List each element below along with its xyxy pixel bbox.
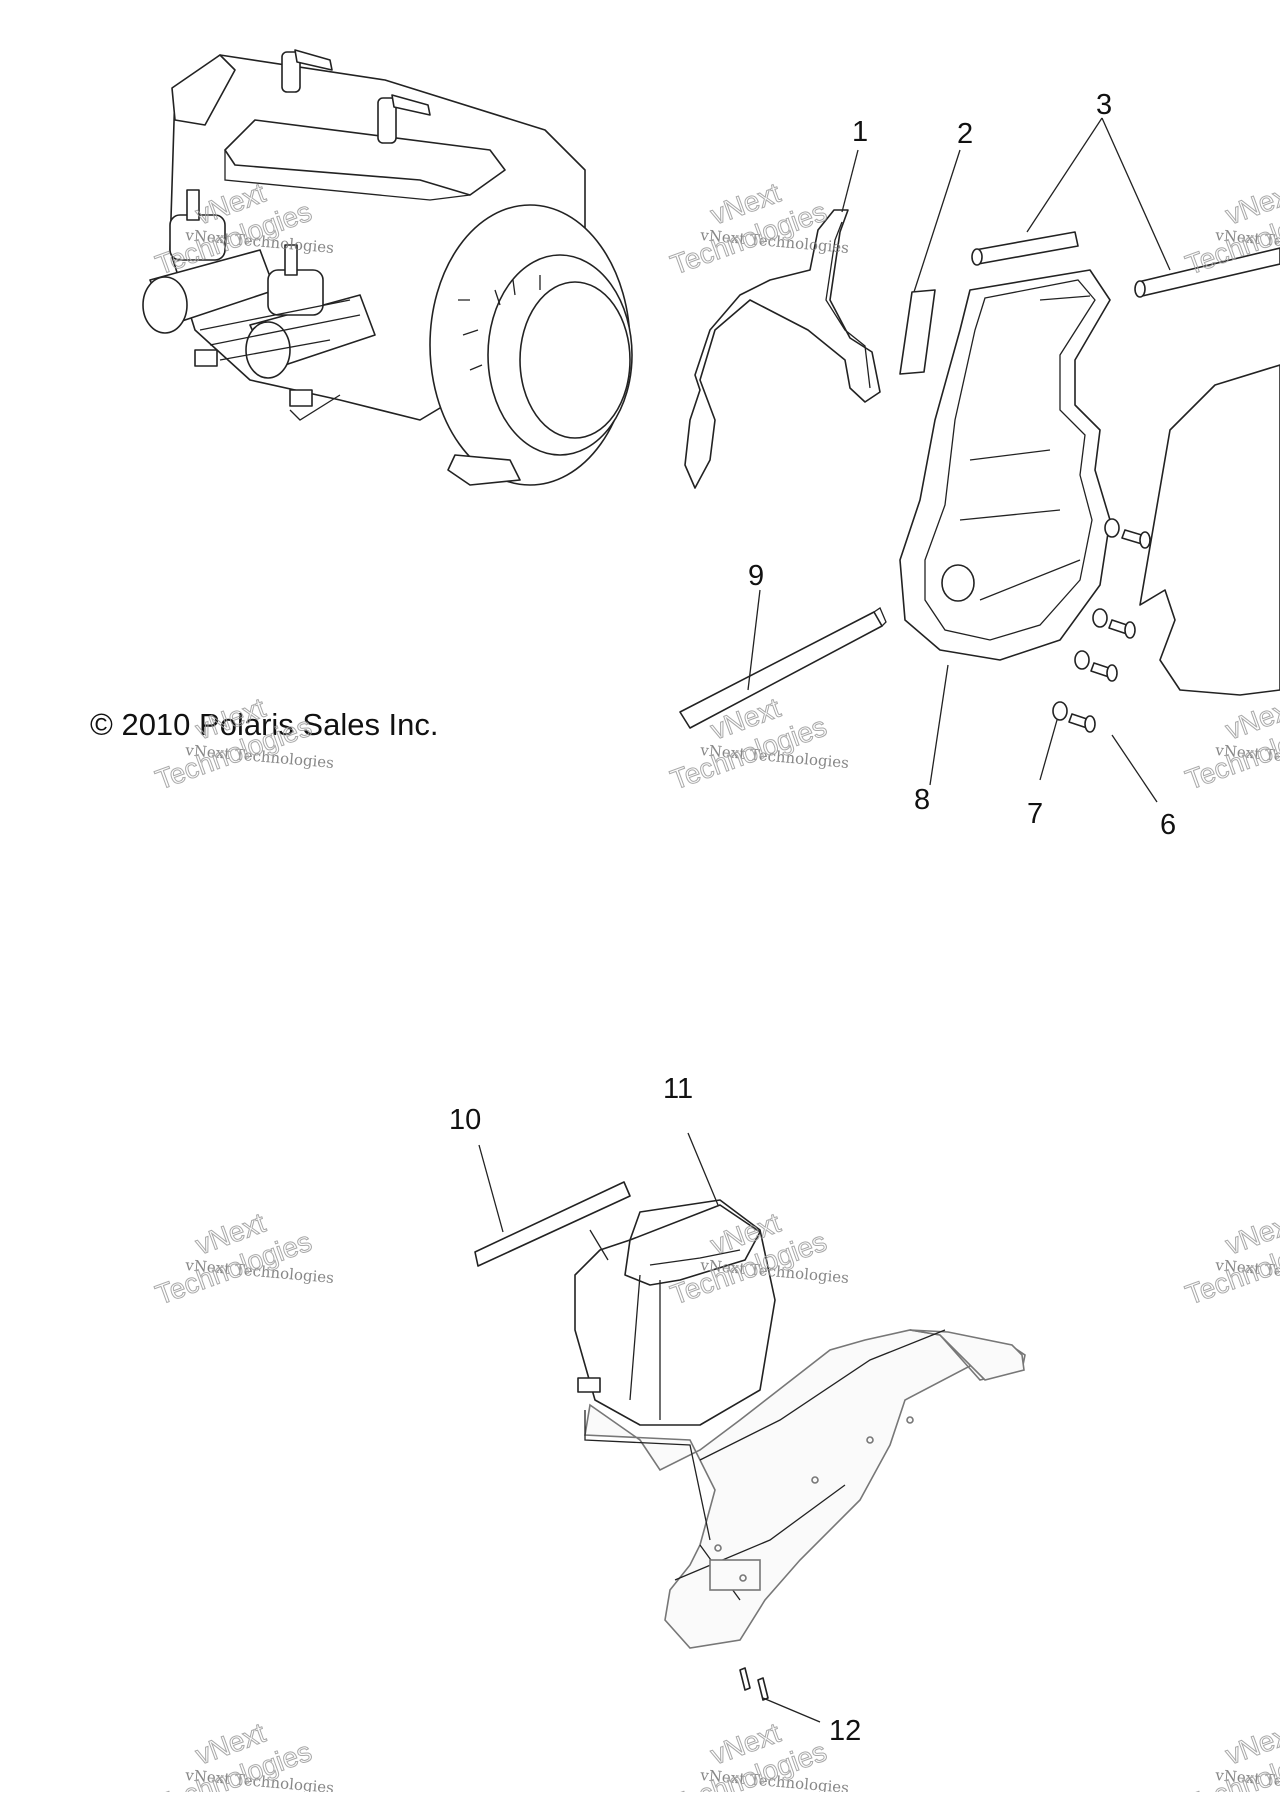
callout-8: 8 <box>914 784 930 816</box>
callout-6: 6 <box>1160 809 1176 841</box>
copyright-notice: © 2010 Polaris Sales Inc. <box>90 707 439 742</box>
leader-lines <box>478 117 1171 1723</box>
air-box <box>574 1199 776 1426</box>
callout-7: 7 <box>1027 798 1043 830</box>
screws <box>1068 529 1151 733</box>
seal-strips <box>971 231 1280 298</box>
callout-9: 9 <box>748 560 764 592</box>
foam-strip <box>679 607 887 729</box>
callout-3: 3 <box>1096 89 1112 121</box>
engine-assembly <box>142 49 633 486</box>
watermark: vNext vNext Technologies Technologies <box>1181 1716 1280 1797</box>
watermark: vNext vNext Technologies Technologies <box>151 1206 335 1311</box>
watermark: vNext vNext Technologies Technologies <box>666 1716 850 1797</box>
watermark: vNext vNext Technologies Technologies <box>1181 1206 1280 1311</box>
watermark: vNext vNext Technologies Technologies <box>151 1716 335 1797</box>
seal-gasket <box>684 209 881 489</box>
callout-labels: 1 2 3 6 7 8 9 10 11 12 <box>449 89 1176 1747</box>
callout-11: 11 <box>663 1073 693 1105</box>
mounting-bracket <box>584 1329 1026 1701</box>
washers <box>1052 518 1120 721</box>
callout-10: 10 <box>449 1104 481 1136</box>
air-duct <box>899 269 1111 661</box>
watermark: vNext vNext Technologies Technologies <box>1181 691 1280 796</box>
foam-pad <box>899 289 936 375</box>
callout-1: 1 <box>852 116 868 148</box>
callout-2: 2 <box>957 118 973 150</box>
belt-housing <box>1139 364 1280 696</box>
callout-12: 12 <box>829 1715 861 1747</box>
foam-strip-lower <box>474 1181 631 1267</box>
